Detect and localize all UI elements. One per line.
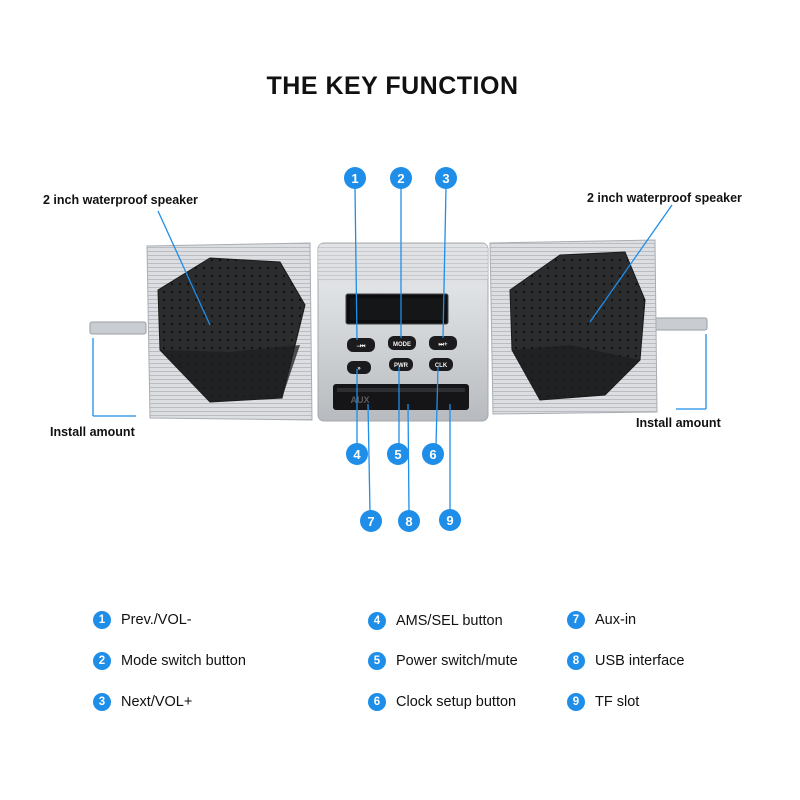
callout-9	[439, 509, 461, 531]
mode-button-shape	[388, 336, 416, 350]
pwr-button-shape	[389, 358, 413, 371]
speaker-right-label: 2 inch waterproof speaker	[587, 191, 742, 205]
legend-item-3: 3 Next/VOL+	[93, 693, 192, 711]
callout-2-text: 2	[397, 171, 404, 186]
install-left-label: Install amount	[50, 425, 135, 439]
legend-text: Next/VOL+	[121, 694, 193, 710]
center-control-unit	[317, 242, 489, 422]
callout-8-text: 8	[405, 514, 412, 529]
callout-3	[435, 167, 457, 189]
legend-text: Mode switch button	[121, 653, 246, 669]
legend-item-9: 9 TF slot	[567, 693, 639, 711]
legend-badge: 6	[368, 693, 386, 711]
left-speaker	[146, 242, 313, 421]
install-right-label: Install amount	[636, 416, 721, 430]
callout-6	[422, 443, 444, 465]
legend-item-4: 4 AMS/SEL button	[368, 612, 503, 630]
legend-item-5: 5 Power switch/mute	[368, 652, 518, 670]
prev-vol-button-shape	[347, 338, 375, 352]
callout-5	[387, 443, 409, 465]
legend-badge: 8	[567, 652, 585, 670]
page-title: THE KEY FUNCTION	[266, 72, 519, 100]
legend-text: USB interface	[595, 653, 685, 669]
legend-text: AMS/SEL button	[396, 613, 503, 629]
aux-port-text: AUX	[350, 395, 369, 405]
ams-button-text: »	[357, 366, 361, 372]
legend-text: TF slot	[595, 694, 640, 710]
legend-badge: 4	[368, 612, 386, 630]
next-vol-button-text: ⏭+	[439, 342, 448, 348]
legend-text: Clock setup button	[396, 694, 517, 710]
callout-7-text: 7	[367, 514, 374, 529]
callout-1-text: 1	[351, 171, 358, 186]
callout-9-text: 9	[446, 513, 453, 528]
callout-6-text: 6	[429, 447, 436, 462]
legend-item-2: 2 Mode switch button	[93, 652, 246, 670]
ams-sel-button-shape	[347, 361, 371, 374]
legend-item-8: 8 USB interface	[567, 652, 684, 670]
callout-7	[360, 510, 382, 532]
legend-badge: 7	[567, 611, 585, 629]
clk-button-text: CLK	[435, 363, 448, 369]
left-mount-rod	[89, 321, 147, 335]
prev-vol-button-text: −⏮	[357, 344, 367, 350]
legend-badge: 1	[93, 611, 111, 629]
legend-item-6: 6 Clock setup button	[368, 693, 516, 711]
legend-badge: 9	[567, 693, 585, 711]
next-vol-button-shape	[429, 336, 457, 350]
right-speaker	[489, 239, 658, 415]
mode-button-text: MODE	[393, 342, 411, 348]
callout-4-text: 4	[353, 447, 361, 462]
speaker-left-label: 2 inch waterproof speaker	[43, 193, 198, 207]
legend-badge: 3	[93, 693, 111, 711]
callout-8	[398, 510, 420, 532]
callout-1	[344, 167, 366, 189]
legend-badge: 2	[93, 652, 111, 670]
callout-2	[390, 167, 412, 189]
legend-item-1: 1 Prev./VOL-	[93, 611, 192, 629]
legend-badge: 5	[368, 652, 386, 670]
legend-text: Prev./VOL-	[121, 612, 192, 628]
clk-button-shape	[429, 358, 453, 371]
legend-item-7: 7 Aux-in	[567, 611, 636, 629]
legend-text: Aux-in	[595, 612, 637, 628]
callout-5-text: 5	[394, 447, 401, 462]
right-mount-rod	[654, 317, 708, 331]
pwr-button-text: PWR	[394, 363, 409, 369]
callout-3-text: 3	[442, 171, 449, 186]
legend-text: Power switch/mute	[396, 653, 518, 669]
callout-4	[346, 443, 368, 465]
